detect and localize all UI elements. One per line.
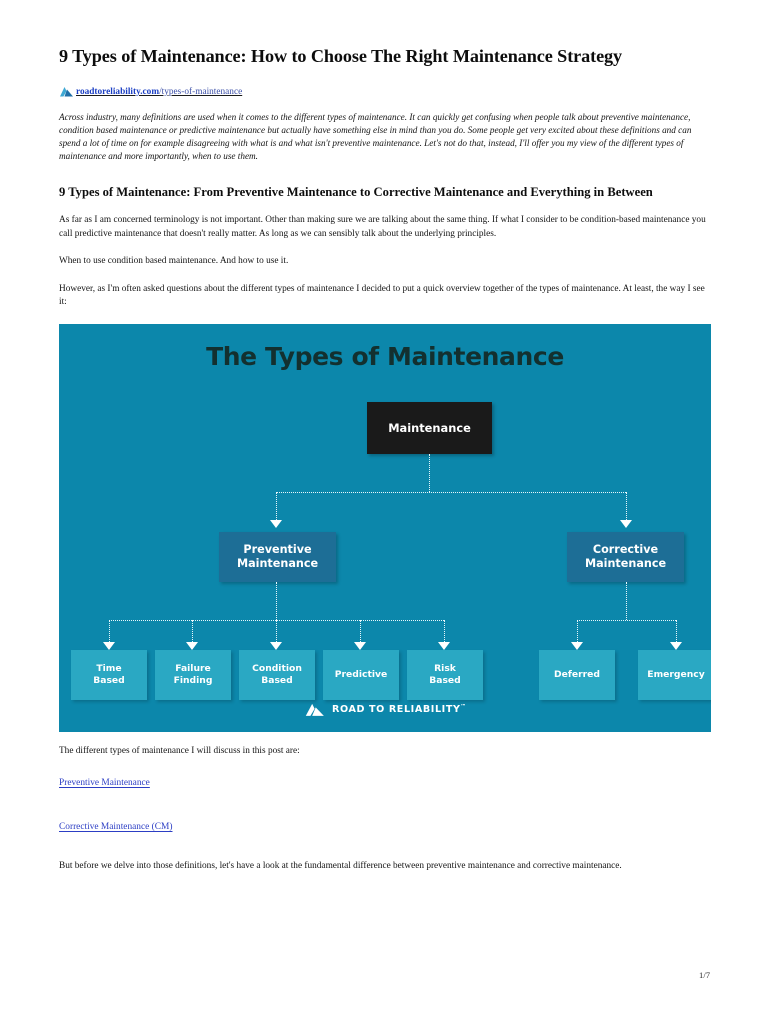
node-corrective-maintenance: Corrective Maintenance: [567, 531, 684, 582]
arrowhead-time-based: [103, 641, 115, 650]
node-deferred: Deferred: [539, 649, 615, 700]
source-path: /types-of-maintenance: [159, 86, 243, 97]
node-predictive-line1: Predictive: [334, 669, 388, 681]
arrowhead-predictive: [354, 641, 366, 650]
connector-preventive-stem: [276, 581, 277, 620]
figure-title: The Types of Maintenance: [206, 341, 564, 371]
trademark-symbol: ™: [460, 703, 467, 710]
connector-drop-risk-based: [444, 619, 445, 644]
body-paragraph-3: However, as I'm often asked questions ab…: [59, 283, 705, 308]
node-maintenance: Maintenance: [367, 401, 492, 454]
link-preventive-maintenance[interactable]: Preventive Maintenance: [59, 778, 150, 789]
node-condition-based-line1: Condition: [252, 663, 302, 675]
node-preventive-maintenance: Preventive Maintenance: [219, 531, 336, 582]
node-risk-based-line1: Risk: [434, 663, 456, 675]
node-failure-finding: Failure Finding: [155, 649, 231, 700]
connector-drop-predictive: [360, 619, 361, 644]
arrowhead-corrective: [620, 519, 632, 528]
link-corrective-maintenance[interactable]: Corrective Maintenance (CM): [59, 822, 173, 833]
connector-corrective-bus: [577, 619, 676, 621]
maintenance-types-infographic: The Types of Maintenance Maintenance Pre…: [59, 323, 711, 732]
connector-root-stem: [429, 453, 430, 492]
section-heading: 9 Types of Maintenance: From Preventive …: [59, 185, 653, 200]
mountain-logo-icon: [60, 87, 73, 97]
source-attribution: roadtoreliability.com/types-of-maintenan…: [59, 84, 711, 100]
page-title: 9 Types of Maintenance: How to Choose Th…: [59, 46, 623, 66]
link-row-preventive: Preventive Maintenance: [59, 772, 711, 802]
arrowhead-failure-finding: [186, 641, 198, 650]
connector-drop-deferred: [577, 619, 578, 644]
node-condition-based: Condition Based: [239, 649, 315, 700]
connector-level1-bus: [276, 491, 626, 493]
node-corrective-line1: Corrective: [592, 542, 659, 556]
page-number: 1/7: [699, 970, 710, 980]
arrowhead-deferred: [571, 641, 583, 650]
mountain-logo-icon: [305, 703, 324, 716]
source-domain: roadtoreliability.com: [76, 86, 160, 97]
node-corrective-line2: Maintenance: [584, 556, 667, 570]
node-deferred-line1: Deferred: [554, 669, 600, 681]
arrowhead-risk-based: [438, 641, 450, 650]
connector-drop-time-based: [109, 619, 110, 644]
node-emergency-line1: Emergency: [647, 669, 705, 681]
document-content: 9 Types of Maintenance: How to Choose Th…: [59, 45, 711, 888]
node-condition-based-line2: Based: [261, 674, 293, 686]
link-row-corrective: Corrective Maintenance (CM): [59, 816, 711, 846]
source-url-link[interactable]: roadtoreliability.com/types-of-maintenan…: [76, 87, 242, 97]
node-preventive-line2: Maintenance: [236, 556, 319, 570]
figure-footer-brand: ROAD TO RELIABILITY™: [59, 701, 711, 718]
node-failure-finding-line1: Failure: [175, 663, 211, 675]
node-emergency: Emergency: [638, 649, 711, 700]
brand-name: ROAD TO RELIABILITY™: [332, 704, 466, 715]
connector-drop-emergency: [676, 619, 677, 644]
node-predictive: Predictive: [323, 649, 399, 700]
node-time-based: Time Based: [71, 649, 147, 700]
connector-corrective-stem: [626, 581, 627, 620]
node-maintenance-label: Maintenance: [388, 420, 471, 435]
intro-paragraph: Across industry, many definitions are us…: [59, 111, 692, 162]
connector-drop-preventive: [276, 491, 277, 522]
node-time-based-line2: Based: [93, 674, 125, 686]
connector-drop-failure-finding: [192, 619, 193, 644]
node-risk-based: Risk Based: [407, 649, 483, 700]
node-failure-finding-line2: Finding: [173, 674, 213, 686]
arrowhead-emergency: [670, 641, 682, 650]
body-paragraph-2: When to use condition based maintenance.…: [59, 256, 289, 267]
node-risk-based-line2: Based: [429, 674, 461, 686]
after-figure-text: The different types of maintenance I wil…: [59, 745, 300, 756]
body-paragraph-1: As far as I am concerned terminology is …: [59, 215, 706, 239]
connector-drop-condition-based: [276, 619, 277, 644]
arrowhead-preventive: [270, 519, 282, 528]
node-time-based-line1: Time: [96, 663, 122, 675]
brand-label: ROAD TO RELIABILITY: [331, 703, 461, 715]
node-preventive-line1: Preventive: [243, 542, 312, 556]
connector-drop-corrective: [626, 491, 627, 522]
arrowhead-condition-based: [270, 641, 282, 650]
closing-paragraph: But before we delve into those definitio…: [59, 861, 622, 872]
